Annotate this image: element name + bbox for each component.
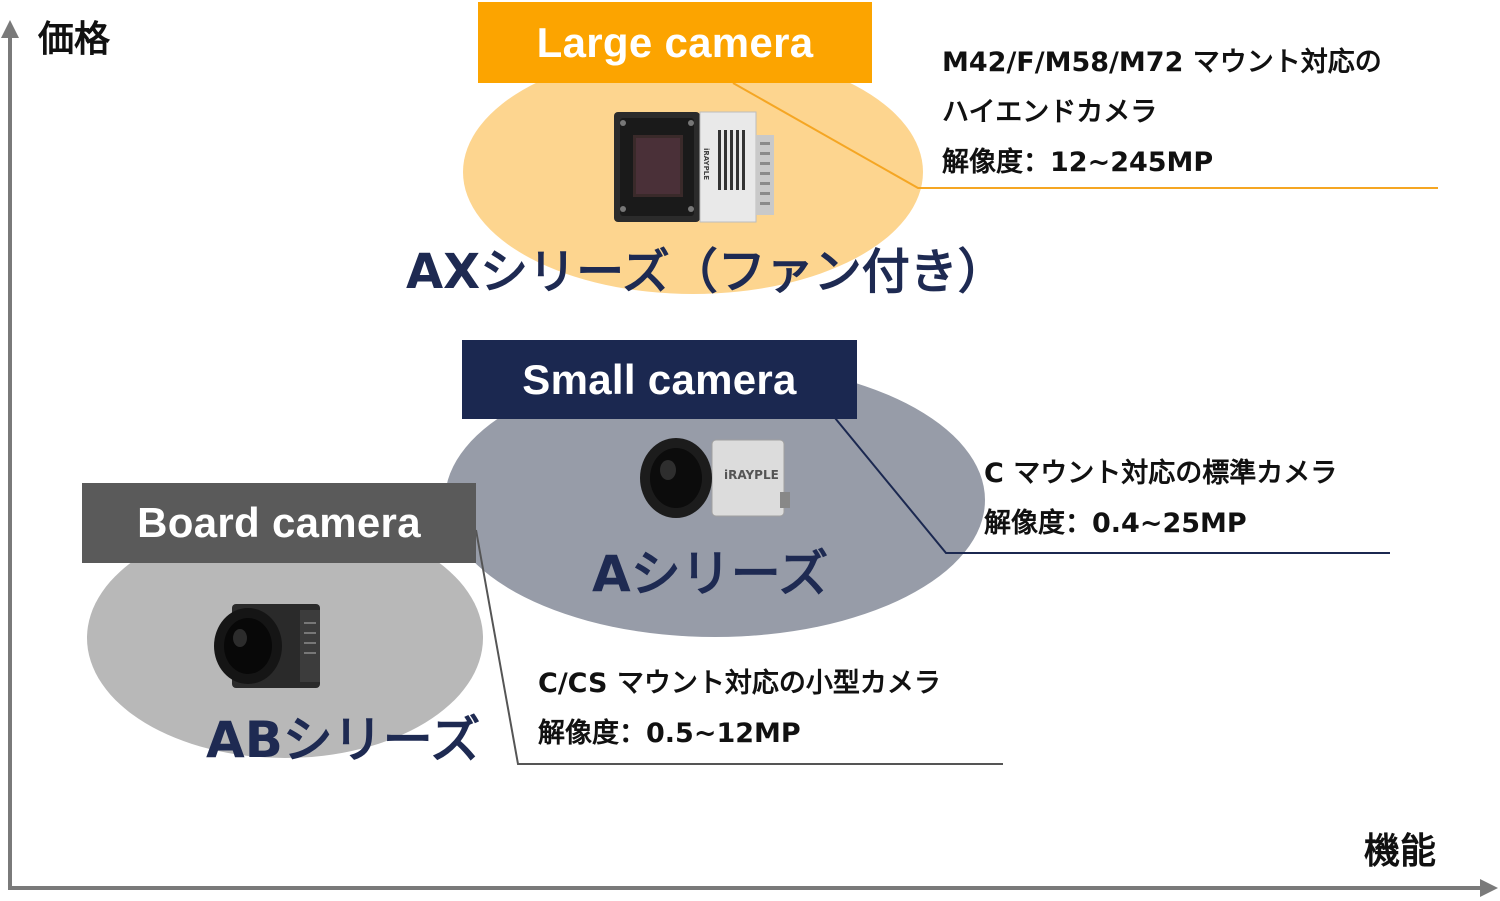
small-desc-line-1: C マウント対応の標準カメラ [984,458,1338,489]
board-desc-line-2: 解像度：0.5~12MP [538,718,801,749]
ax-camera-image [614,111,774,223]
a-camera-brand: iRAYPLE [724,468,779,482]
small-camera-leader-line [834,417,1390,554]
board-camera-description: C/CS マウント対応の小型カメラ 解像度：0.5~12MP [538,659,941,759]
x-axis-arrow [1480,879,1498,897]
large-desc-line-3: 解像度：12~245MP [942,147,1214,178]
large-desc-line-2: ハイエンドカメラ [942,97,1158,128]
board-desc-line-1: C/CS マウント対応の小型カメラ [538,668,941,699]
small-desc-line-2: 解像度：0.4~25MP [984,508,1247,539]
small-camera-tag: Small camera [462,340,857,419]
ab-camera-image [214,604,320,688]
y-axis-arrow [1,20,19,38]
ab-series-name: ABシリーズ [206,711,481,769]
large-camera-tag: Large camera [478,2,872,83]
ax-camera-brand: iRAYPLE [701,148,710,180]
board-camera-leader-line [475,529,1003,765]
y-axis-label: 価格 [38,19,111,60]
x-axis-label: 機能 [1364,831,1437,872]
a-series-name: Aシリーズ [592,545,829,603]
large-desc-line-1: M42/F/M58/M72 マウント対応の [942,47,1382,78]
ax-series-name: AXシリーズ（ファン付き） [406,244,1006,300]
a-camera-image [640,438,790,518]
small-camera-description: C マウント対応の標準カメラ 解像度：0.4~25MP [984,449,1337,549]
large-camera-leader-line [732,82,1438,189]
board-camera-tag: Board camera [82,483,476,563]
large-camera-description: M42/F/M58/M72 マウント対応の ハイエンドカメラ 解像度：12~24… [942,38,1382,188]
